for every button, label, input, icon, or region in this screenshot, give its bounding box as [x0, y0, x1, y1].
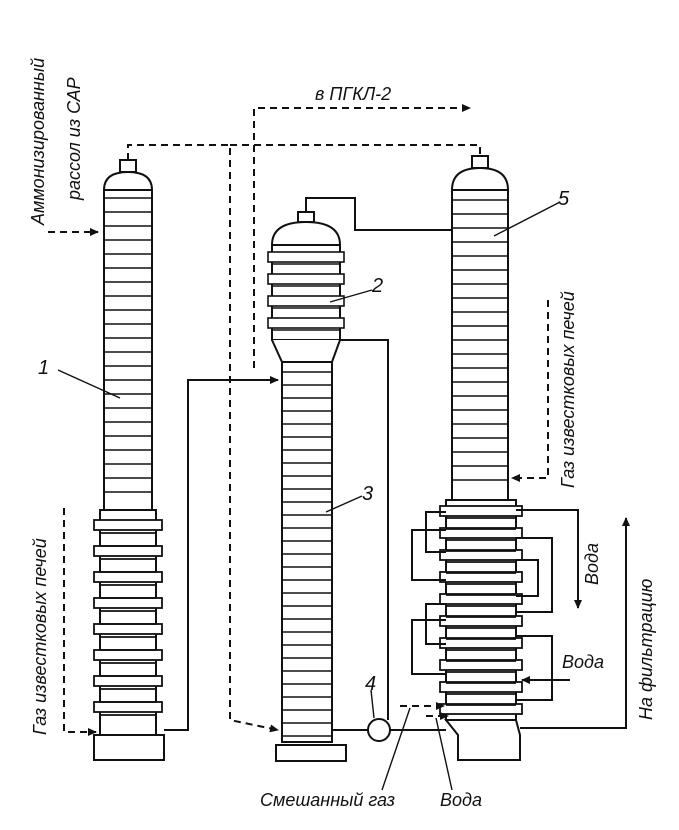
cooling-band	[439, 593, 523, 605]
column-5-base	[443, 719, 521, 761]
label-lime-gas-right: Газ известковых печей	[558, 291, 578, 488]
cooling-band	[93, 571, 163, 583]
water-loop-1	[425, 511, 446, 553]
column-2-nozzle	[297, 211, 315, 223]
leader-1	[57, 369, 121, 399]
label-water-upper: Вода	[582, 543, 602, 585]
gas-header-col5	[230, 144, 481, 156]
water-loop-4	[411, 619, 446, 675]
leader-2	[329, 289, 373, 303]
leader-3	[325, 495, 363, 513]
callout-3: 3	[362, 483, 373, 505]
cooling-band	[439, 659, 523, 671]
cooling-band	[93, 623, 163, 635]
dashed-piping	[48, 104, 549, 736]
cooling-band	[93, 701, 163, 713]
pipe-col2-to-pump	[340, 339, 389, 720]
pipe-col1-to-col3	[164, 376, 279, 731]
tray-band	[267, 251, 345, 263]
label-ammoniated-brine-1: Аммонизированный	[28, 58, 48, 226]
water-loop-5	[516, 509, 582, 609]
column-1-cooling-sections	[93, 519, 163, 716]
column-3-trays	[282, 371, 332, 737]
pipe-to-pgkl	[253, 104, 471, 368]
lime-gas-right-inlet	[511, 300, 549, 482]
callout-1: 1	[38, 357, 49, 379]
cooling-band	[439, 505, 523, 517]
column-1-base	[93, 734, 165, 761]
pump-4	[367, 718, 391, 742]
column-1-dome	[102, 170, 154, 191]
water-loop-6	[516, 537, 553, 613]
pipe-to-filtration	[520, 517, 630, 729]
lime-gas-left-inlet	[63, 508, 97, 736]
gas-header-col1	[127, 144, 279, 733]
column-1-shell	[103, 189, 153, 521]
label-to-pgkl: в ПГКЛ-2	[315, 84, 391, 104]
column-2-trays	[267, 251, 345, 331]
column-5-shell	[451, 189, 509, 501]
water-loop-7	[516, 559, 539, 597]
label-to-filtration: На фильтрацию	[636, 579, 656, 720]
column-2-3	[267, 211, 347, 762]
column-3-base	[275, 744, 347, 762]
water-loop-3	[425, 603, 446, 645]
column-1-trays	[104, 197, 152, 493]
solid-piping	[164, 197, 630, 731]
cooling-band	[439, 571, 523, 583]
tray-band	[267, 295, 345, 307]
column-1	[93, 159, 165, 761]
tray-band	[267, 273, 345, 285]
label-mixed-gas: Смешанный газ	[260, 790, 395, 810]
cooling-band	[93, 597, 163, 609]
water-loop-2	[411, 529, 446, 581]
cooling-band	[439, 681, 523, 693]
water-loop-8	[516, 635, 553, 701]
column-3-shell	[281, 361, 333, 743]
leader-mixed-gas	[381, 707, 411, 791]
leader-5	[493, 201, 561, 237]
column-2-neck	[271, 339, 341, 363]
label-water-bottom: Вода	[440, 790, 482, 810]
pipe-col2-to-col5	[305, 197, 452, 231]
cooling-band	[93, 649, 163, 661]
callout-4: 4	[365, 673, 376, 695]
callout-2: 2	[371, 275, 383, 297]
column-5-nozzle	[471, 155, 489, 169]
label-ammoniated-brine-2: рассол из САР	[64, 77, 84, 201]
cooling-band	[93, 675, 163, 687]
leader-4	[370, 689, 375, 719]
label-water-lower: Вода	[562, 652, 604, 672]
callout-leaders	[57, 201, 561, 791]
cooling-band	[439, 527, 523, 539]
column-5-dome	[450, 166, 510, 191]
leader-water-bottom	[435, 717, 453, 791]
column-5-trays	[452, 199, 508, 481]
label-lime-gas-left: Газ известковых печей	[30, 538, 50, 735]
cooling-band	[439, 549, 523, 561]
tray-band	[267, 317, 345, 329]
column-5	[439, 155, 523, 761]
column-5-cooling-sections	[439, 505, 523, 715]
column-1-nozzle	[119, 159, 137, 173]
column-2-dome	[270, 220, 342, 246]
callout-5: 5	[558, 188, 570, 210]
cooling-band	[93, 519, 163, 531]
cooling-band	[93, 545, 163, 557]
